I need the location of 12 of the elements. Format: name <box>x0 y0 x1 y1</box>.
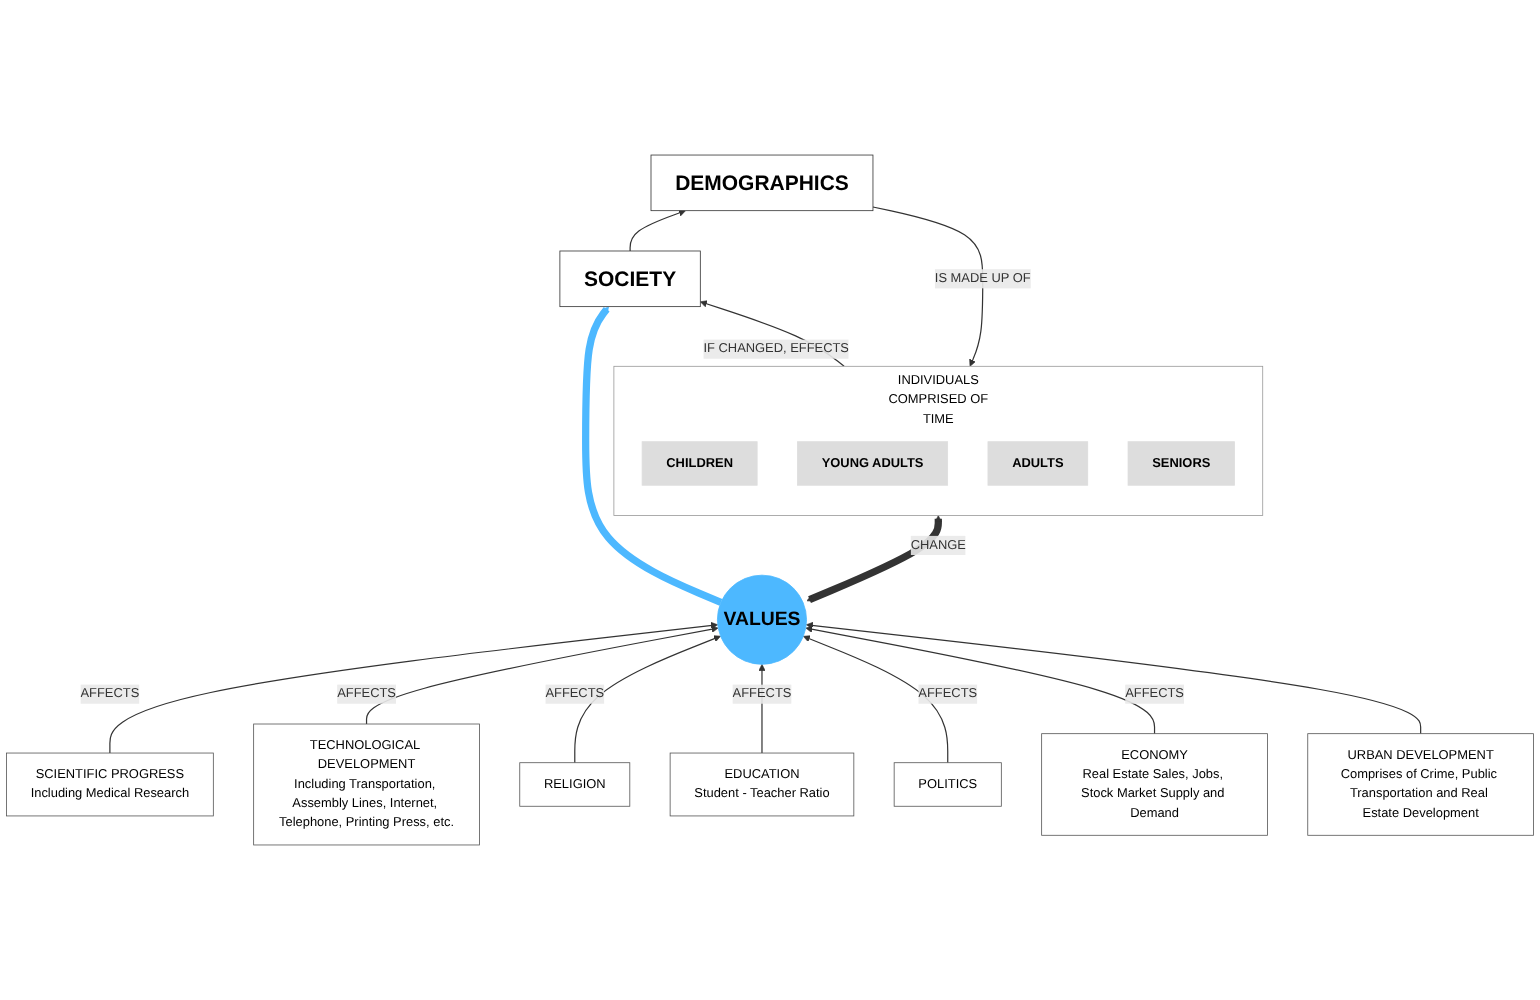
arrow <box>109 622 718 754</box>
node-circle: VALUES <box>717 574 807 665</box>
arrow <box>872 206 984 367</box>
node-box: DEMOGRAPHICS <box>650 154 874 212</box>
arrow <box>582 306 723 606</box>
node-box: SOCIETY <box>559 250 701 308</box>
arrow <box>805 621 1422 735</box>
arrow <box>629 209 686 252</box>
arrow <box>803 635 949 764</box>
arrow <box>574 635 721 764</box>
arrow <box>805 625 1156 735</box>
arrow <box>365 625 719 725</box>
